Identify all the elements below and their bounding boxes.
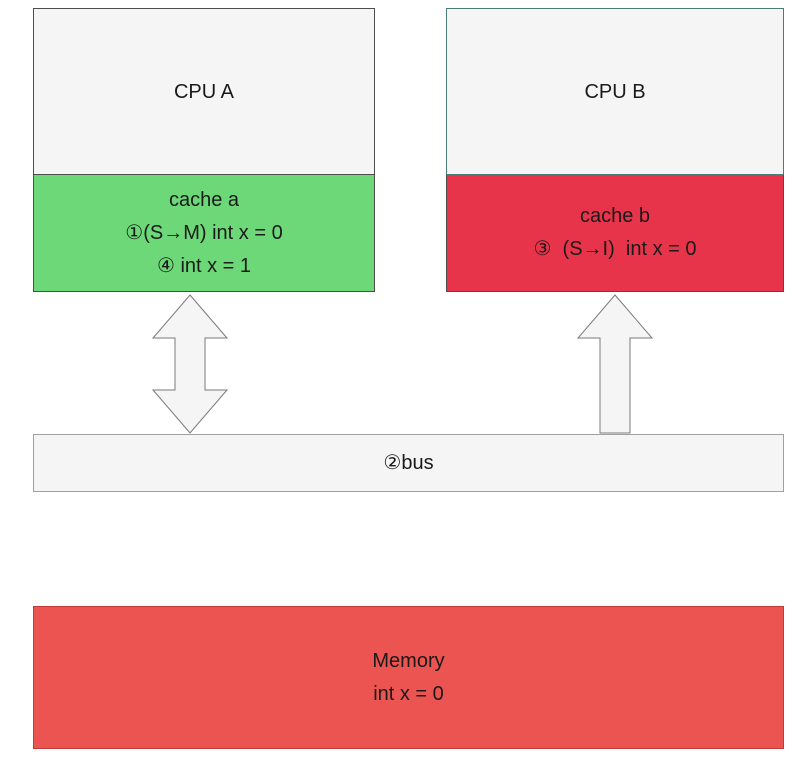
memory-label: Memory [372, 649, 445, 672]
cache-a-box: cache a ①(S→M) int x = 0 ④ int x = 1 [33, 175, 375, 292]
cache-a-line-2: ④ int x = 1 [156, 254, 252, 277]
cpu-b-title: CPU B [584, 80, 646, 103]
memory-box: Memory int x = 0 [33, 606, 784, 749]
cache-a-line-1: ①(S→M) int x = 0 [125, 221, 283, 244]
cache-b-label: cache b [579, 205, 651, 227]
cpu-a-box: CPU A [33, 8, 375, 175]
bidirectional-arrow-icon [151, 294, 229, 434]
cache-b-box: cache b ③ (S→I) int x = 0 [446, 175, 784, 292]
memory-value: int x = 0 [373, 682, 444, 705]
cpu-a-title: CPU A [173, 80, 235, 103]
up-arrow-icon [576, 294, 654, 434]
cache-b-line-1: ③ (S→I) int x = 0 [533, 238, 697, 260]
bus-label: ②bus [383, 452, 434, 474]
cpu-b-box: CPU B [446, 8, 784, 175]
cache-a-label: cache a [168, 188, 240, 211]
bus-box: ②bus [33, 434, 784, 492]
